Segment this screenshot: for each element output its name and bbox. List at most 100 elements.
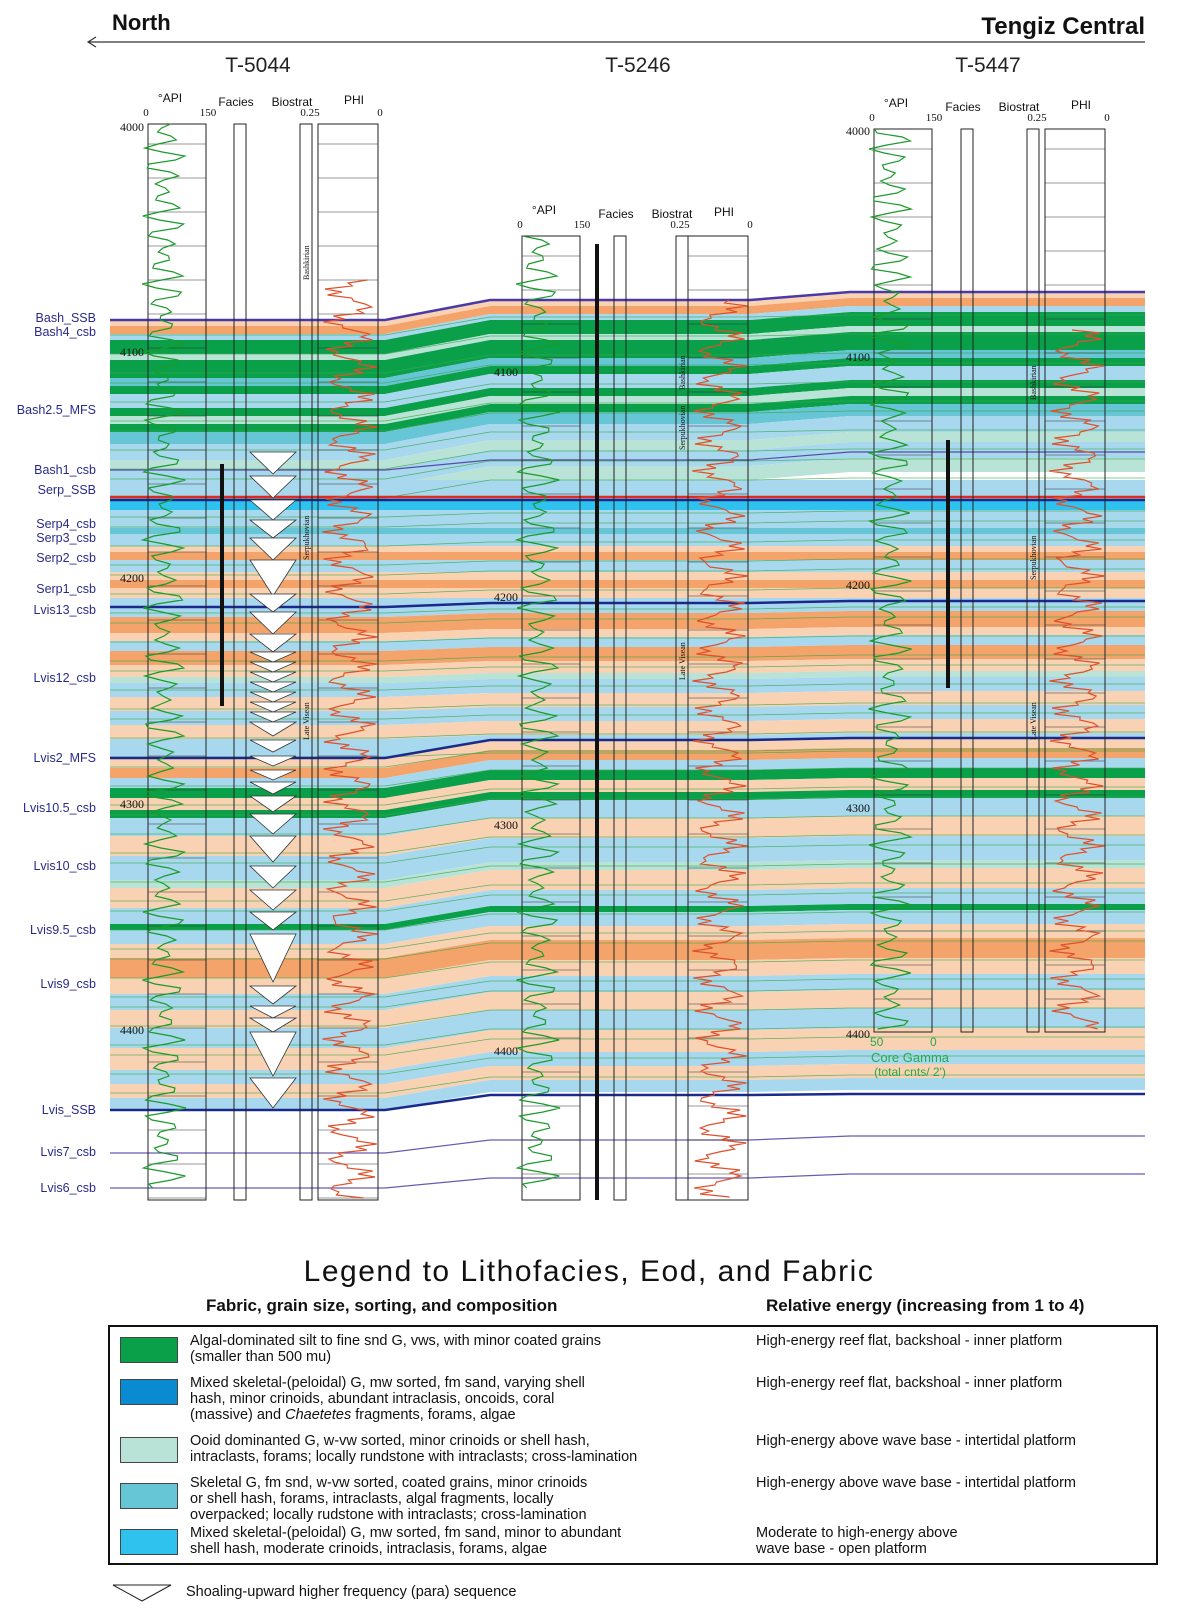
legend-row-mixed-skeletal: Mixed skeletal-(peloidal) G, mw sorted, … xyxy=(110,1375,1156,1433)
horizon-label: Lvis12_csb xyxy=(33,671,96,685)
depth-label: 4200 xyxy=(846,578,870,592)
biostrat-zone-label: Bashkirian xyxy=(678,355,687,390)
horizon-label: Lvis10.5_csb xyxy=(23,801,96,815)
core-gamma-min: 50 xyxy=(870,1035,884,1049)
api-min: 0 xyxy=(869,112,875,124)
core-gamma-units: (total cnts/ 2') xyxy=(874,1065,946,1079)
depth-label: 4200 xyxy=(120,571,144,585)
horizon-label: Lvis9.5_csb xyxy=(30,923,96,937)
api-label: °API xyxy=(532,203,556,217)
horizon-label: Serp2_csb xyxy=(36,551,96,565)
phi-right: 0 xyxy=(377,107,383,119)
biostrat-zone-label: Serpukhovian xyxy=(302,516,311,560)
biostrat-zone-label: Late Visean xyxy=(302,702,311,740)
horizon-labels: Bash_SSBBash4_csbBash2.5_MFS Bash1_csbSer… xyxy=(17,311,96,1195)
phi-right: 0 xyxy=(747,219,753,231)
legend-desc-line: shell hash, moderate crinoids, intraclas… xyxy=(190,1541,750,1557)
legend-desc-line: Mixed skeletal-(peloidal) G, mw sorted, … xyxy=(190,1375,750,1391)
depth-label: 4400 xyxy=(494,1044,518,1058)
horizon-label: Serp3_csb xyxy=(36,531,96,545)
legend-energy: wave base - open platform xyxy=(756,1541,1156,1557)
legend-desc-line: Mixed skeletal-(peloidal) G, mw sorted, … xyxy=(190,1525,750,1541)
facies-label: Facies xyxy=(598,207,633,221)
legend-energy: High-energy above wave base - intertidal… xyxy=(756,1433,1156,1449)
horizon-label: Lvis13_csb xyxy=(33,603,96,617)
horizon-label: Serp_SSB xyxy=(38,483,96,497)
north-label: North xyxy=(112,10,171,35)
horizon-label: Lvis7_csb xyxy=(40,1145,96,1159)
api-max: 150 xyxy=(926,112,943,124)
legend-desc-text: fragments, forams, algae xyxy=(351,1407,515,1423)
legend-row-ooid: Ooid dominanted G, w-vw sorted, minor cr… xyxy=(110,1433,1156,1475)
horizon-label: Lvis6_csb xyxy=(40,1181,96,1195)
legend-desc-line: or shell hash, forams, intraclasts, alga… xyxy=(190,1491,750,1507)
core-gamma-max: 0 xyxy=(930,1035,937,1049)
legend-desc-line: hash, minor crinoids, abundant intraclas… xyxy=(190,1391,750,1407)
depth-label: 4000 xyxy=(120,120,144,134)
phi-right: 0 xyxy=(1104,112,1110,124)
biostrat-zone-label: Bashkirian xyxy=(302,245,311,280)
phi-label: PHI xyxy=(1071,98,1091,112)
depth-label: 4000 xyxy=(846,124,870,138)
well-name: T-5044 xyxy=(225,54,291,77)
depth-label: 4400 xyxy=(120,1023,144,1037)
biostrat-zone-label: Serpukhovian xyxy=(678,406,687,450)
legend-desc-line: (smaller than 500 mu) xyxy=(190,1349,750,1365)
api-min: 0 xyxy=(143,107,149,119)
well-name: T-5447 xyxy=(955,54,1020,77)
legend-desc-line: overpacked; locally rudstone with intrac… xyxy=(190,1507,750,1523)
depth-label: 4200 xyxy=(494,590,518,604)
biostrat-zone-label: Late Visean xyxy=(678,642,687,680)
facies-label: Facies xyxy=(945,100,980,114)
legend-energy: Moderate to high-energy above xyxy=(756,1525,1156,1541)
legend-title: Legend to Lithofacies, Eod, and Fabric xyxy=(0,1255,1178,1289)
legend-desc-line: Ooid dominanted G, w-vw sorted, minor cr… xyxy=(190,1433,770,1449)
horizon-label: Lvis9_csb xyxy=(40,977,96,991)
legend-desc-line: Skeletal G, fm snd, w-vw sorted, coated … xyxy=(190,1475,750,1491)
api-min: 0 xyxy=(517,219,523,231)
core-gamma-label: Core Gamma xyxy=(871,1050,950,1065)
horizon-label: Bash4_csb xyxy=(34,325,96,339)
legend-energy: High-energy above wave base - intertidal… xyxy=(756,1475,1156,1491)
api-label: °API xyxy=(158,91,182,105)
horizon-label: Serp4_csb xyxy=(36,517,96,531)
shoaling-upward-triangle-icon xyxy=(112,1584,172,1602)
depth-label: 4300 xyxy=(846,801,870,815)
horizon-label: Lvis_SSB xyxy=(42,1103,96,1117)
horizon-label: Bash1_csb xyxy=(34,463,96,477)
legend-box: Algal-dominated silt to fine snd G, vws,… xyxy=(108,1325,1158,1565)
api-max: 150 xyxy=(574,219,591,231)
api-max: 150 xyxy=(200,107,217,119)
legend-swatch xyxy=(120,1337,178,1363)
legend-col1-header: Fabric, grain size, sorting, and composi… xyxy=(206,1296,557,1316)
legend-row-algal: Algal-dominated silt to fine snd G, vws,… xyxy=(110,1333,1156,1375)
legend-desc-text: (massive) and xyxy=(190,1407,285,1423)
legend-desc-line: (massive) and Chaetetes fragments, foram… xyxy=(190,1407,750,1423)
cross-section-diagram: NorthTengiz CentralT-5044°API0150FaciesB… xyxy=(0,0,1178,1250)
horizon-lvis7 xyxy=(110,1136,1145,1153)
depth-label: 4100 xyxy=(846,350,870,364)
legend-desc-line: Algal-dominated silt to fine snd G, vws,… xyxy=(190,1333,750,1349)
depth-label: 4400 xyxy=(846,1027,870,1041)
legend-energy: High-energy reef flat, backshoal - inner… xyxy=(756,1375,1156,1391)
facies-label: Facies xyxy=(218,95,253,109)
depth-label: 4300 xyxy=(494,818,518,832)
legend-desc-line: intraclasts, forams; locally rundstone w… xyxy=(190,1449,770,1465)
api-label: °API xyxy=(884,96,908,110)
biostrat-zone-label: Bashkirian xyxy=(1029,365,1038,400)
depth-label: 4300 xyxy=(120,797,144,811)
horizon-label: Bash_SSB xyxy=(36,311,96,325)
phi-left: 0.25 xyxy=(1027,112,1047,124)
horizon-label: Serp1_csb xyxy=(36,582,96,596)
phi-label: PHI xyxy=(344,93,364,107)
depth-label: 4100 xyxy=(120,345,144,359)
depth-label: 4100 xyxy=(494,365,518,379)
horizon-label: Lvis10_csb xyxy=(33,859,96,873)
phi-label: PHI xyxy=(714,205,734,219)
legend-energy: High-energy reef flat, backshoal - inner… xyxy=(756,1333,1156,1349)
horizon-label: Bash2.5_MFS xyxy=(17,403,96,417)
legend-row-skeletal: Skeletal G, fm snd, w-vw sorted, coated … xyxy=(110,1475,1156,1525)
legend-swatch xyxy=(120,1379,178,1405)
legend-row-mixed-open: Mixed skeletal-(peloidal) G, mw sorted, … xyxy=(110,1525,1156,1563)
legend-col2-header: Relative energy (increasing from 1 to 4) xyxy=(766,1296,1084,1316)
